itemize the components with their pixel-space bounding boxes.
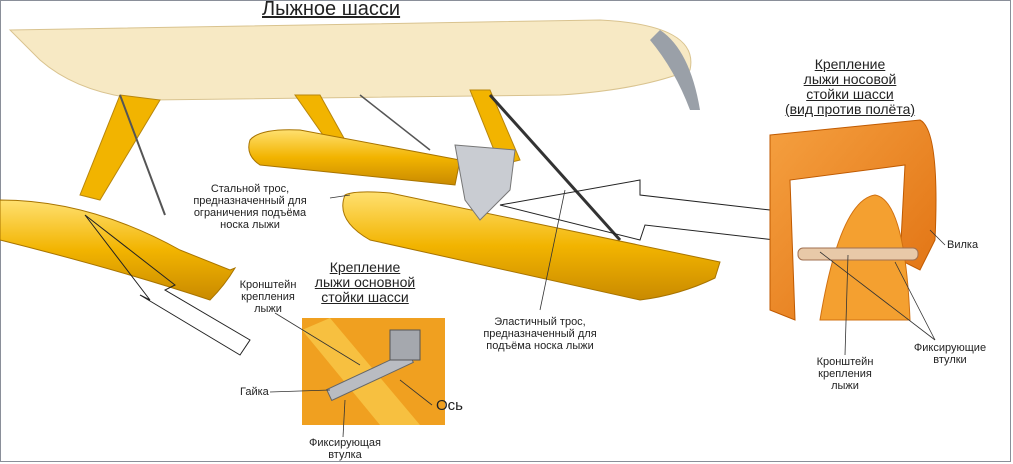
- page-title: Лыжное шасси: [262, 0, 401, 20]
- fuselage: [8, 19, 692, 101]
- front-ski: [342, 191, 721, 301]
- label-line: Кронштейн: [239, 279, 297, 291]
- cable: [488, 93, 622, 242]
- callout-arrow-main: [84, 214, 251, 356]
- label-steel-cable: Стальной трос, предназначенный для огран…: [190, 183, 310, 231]
- leader-lines: [269, 189, 946, 438]
- section-title-nose-gear: Крепление лыжи носовой стойки шасси (вид…: [775, 57, 925, 117]
- label-line: предназначенный для: [483, 328, 597, 340]
- label-line: предназначенный для: [193, 195, 307, 207]
- rear-ski: [248, 129, 461, 186]
- label-axle: Ось: [436, 397, 463, 414]
- label-line: Фиксирующие: [913, 342, 987, 354]
- cable: [359, 94, 431, 151]
- title-line: лыжи основной: [314, 274, 416, 290]
- section-title-main-gear: Крепление лыжи основной стойки шасси: [305, 260, 425, 305]
- label-line: крепления: [818, 368, 872, 380]
- front-strut: [469, 89, 521, 166]
- label-line: Стальной трос,: [210, 183, 290, 195]
- label-main-bushing: Фиксирующая втулка: [295, 437, 395, 461]
- title-line: (вид против полёта): [784, 101, 916, 117]
- label-line: носка лыжи: [220, 219, 280, 231]
- label-line: Эластичный трос,: [494, 316, 586, 328]
- left-ski: [0, 199, 237, 301]
- label-line: втулки: [933, 354, 967, 366]
- label-nut: Гайка: [240, 386, 269, 398]
- label-main-bracket: Кронштейн крепления лыжи: [228, 279, 308, 315]
- title-line: стойки шасси: [806, 86, 894, 102]
- title-line: Крепление: [814, 56, 886, 72]
- label-line: Фиксирующая: [309, 437, 381, 449]
- main-strut: [79, 94, 161, 201]
- label-nose-bracket: Кронштейн крепления лыжи: [805, 356, 885, 392]
- label-line: крепления: [241, 291, 295, 303]
- cable: [119, 94, 166, 216]
- ski-mount: [454, 144, 516, 221]
- title-line: Крепление: [329, 259, 401, 275]
- label-fork: Вилка: [947, 239, 979, 251]
- label-line: Кронштейн: [816, 356, 874, 368]
- label-line: ограничения подъёма: [193, 207, 307, 219]
- title-line: стойки шасси: [321, 289, 409, 305]
- label-nose-bushings: Фиксирующие втулки: [905, 342, 995, 366]
- label-elastic-cable: Эластичный трос, предназначенный для под…: [480, 316, 600, 352]
- nose-gear-photo: [769, 119, 937, 321]
- title-line: лыжи носовой: [803, 71, 897, 87]
- label-line: втулка: [328, 449, 362, 461]
- rotor-blade: [650, 30, 700, 110]
- label-line: подъёма носка лыжи: [486, 340, 594, 352]
- label-line: лыжи: [254, 303, 282, 315]
- label-line: лыжи: [831, 380, 859, 392]
